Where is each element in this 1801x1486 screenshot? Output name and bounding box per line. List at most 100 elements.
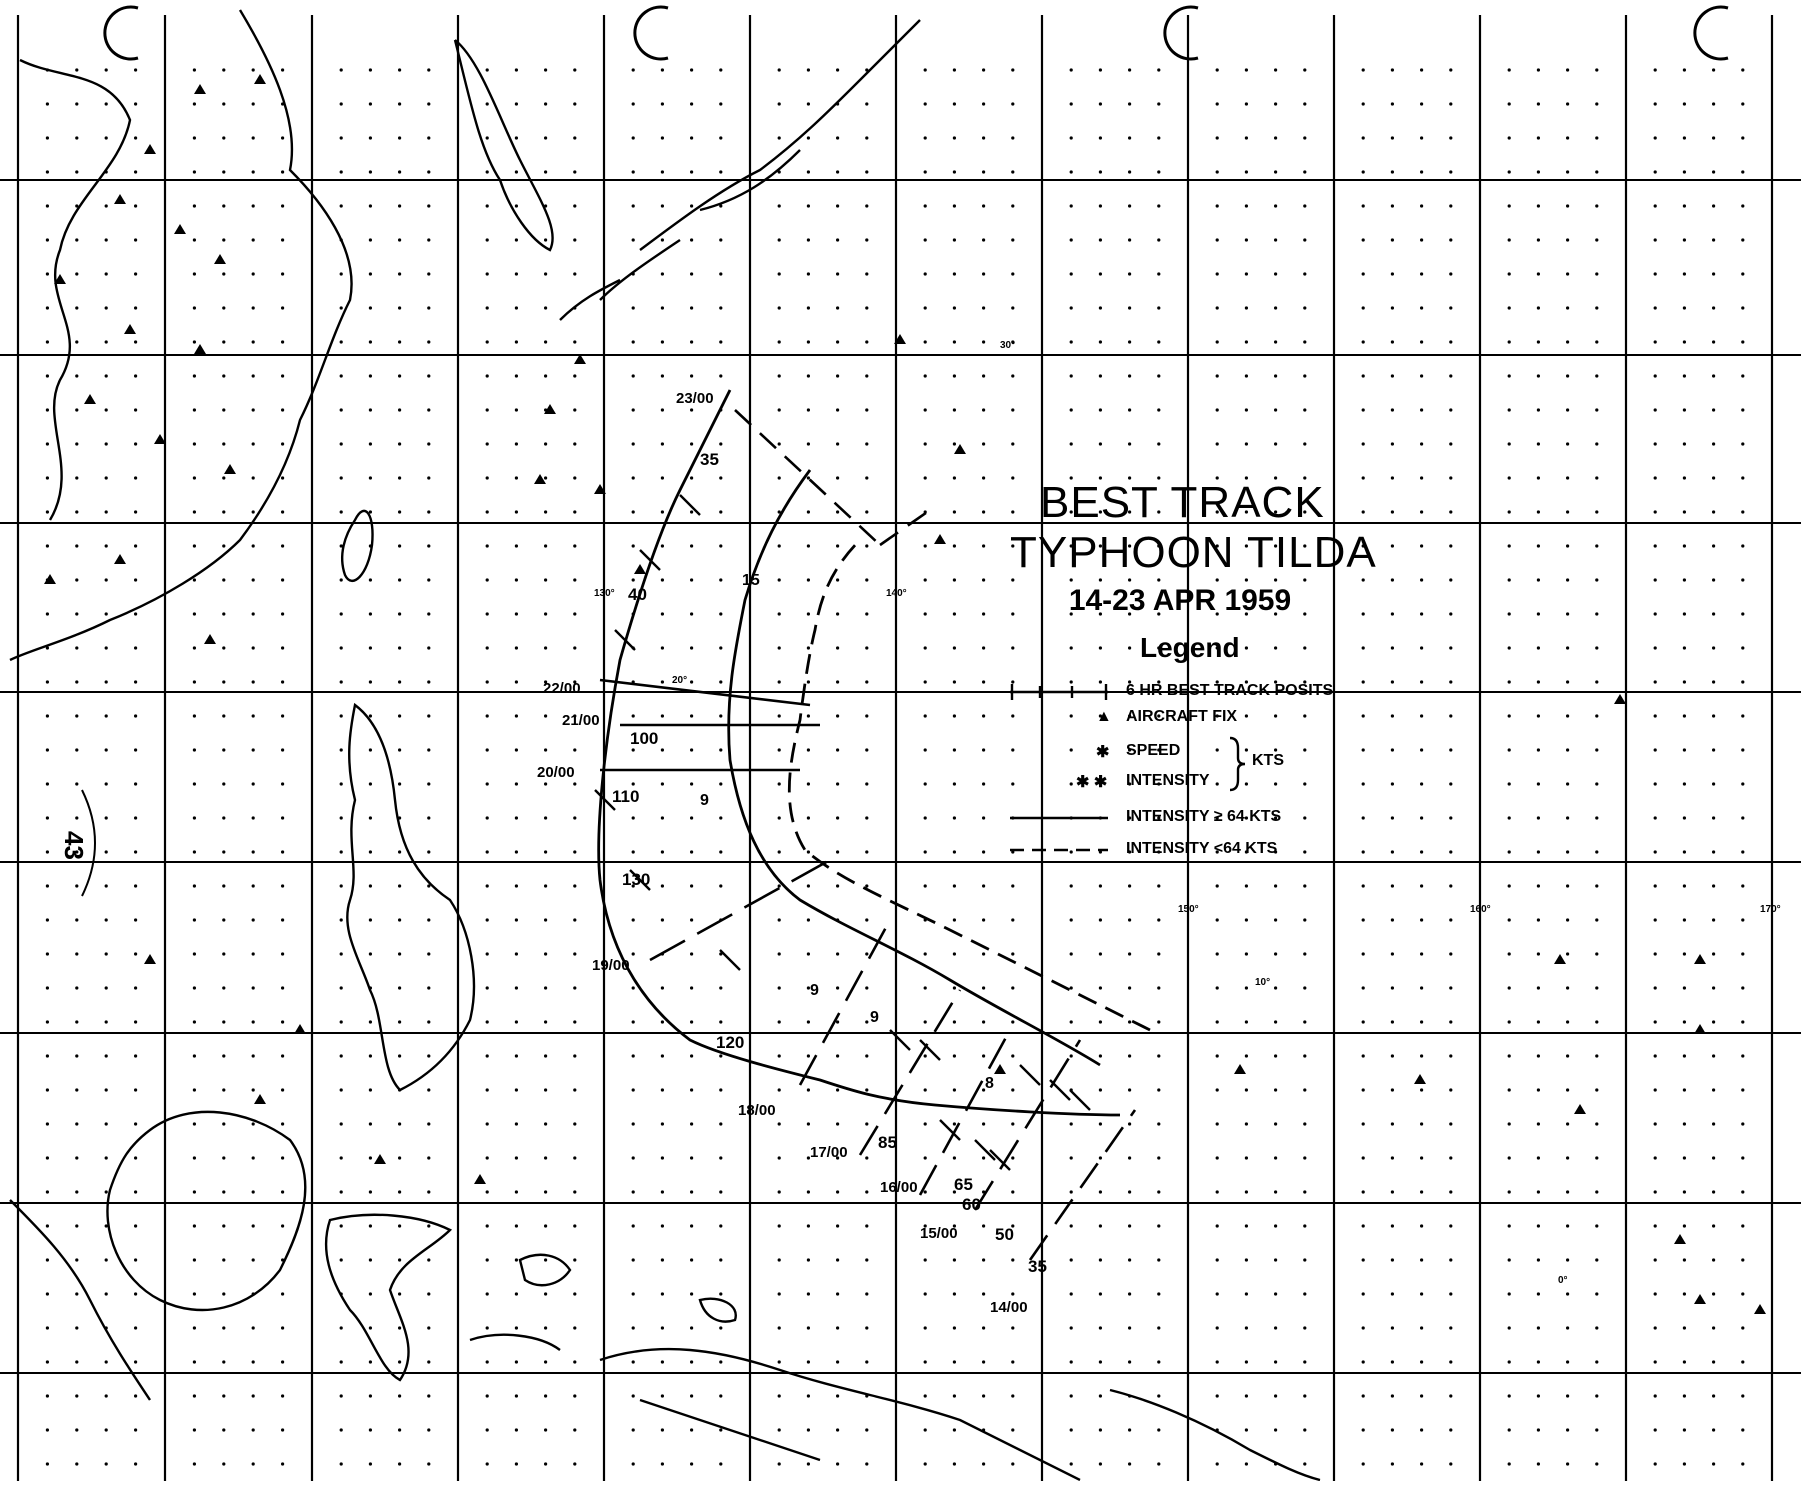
grid-dot [923, 850, 927, 854]
grid-dot [573, 204, 577, 208]
grid-dot [1390, 680, 1394, 684]
grid-dot [806, 850, 811, 854]
grid-dot [777, 544, 781, 548]
grid-dot [1536, 748, 1540, 752]
grid-dot [1157, 1054, 1161, 1058]
grid-dot [865, 680, 869, 684]
grid-dot [134, 68, 138, 72]
grid-dot [923, 340, 927, 344]
grid-dot [836, 136, 840, 140]
grid-dot [1128, 646, 1132, 650]
grid-dot [777, 952, 781, 956]
speed-label: 9 [700, 792, 709, 809]
grid-dot [281, 1020, 285, 1024]
grid-dot [398, 748, 402, 752]
island-icon [174, 224, 186, 234]
grid-dot [1420, 1462, 1424, 1466]
island-icon [144, 954, 156, 964]
grid-dot [631, 306, 635, 310]
grid-dot [1682, 1258, 1686, 1262]
grid-dot [806, 544, 811, 548]
grid-dot [1215, 1088, 1219, 1092]
grid-dot [339, 1088, 343, 1092]
grid-dot [865, 204, 869, 208]
island-icon [114, 554, 126, 564]
grid-dot [368, 136, 372, 140]
grid-dot [660, 306, 665, 310]
grid-dot [251, 884, 255, 888]
grid-dot [192, 68, 196, 72]
grid-dot [222, 986, 226, 990]
grid-dot [1128, 272, 1132, 276]
grid-dot [1361, 612, 1365, 616]
grid-dot [806, 442, 811, 446]
grid-dot [923, 578, 927, 582]
grid-dot [1420, 1292, 1424, 1296]
grid-dot [1390, 1224, 1394, 1228]
grid-dot [865, 136, 869, 140]
grid-dot [923, 1428, 927, 1432]
grid-dot [398, 952, 402, 956]
grid-dot [1536, 1258, 1540, 1262]
date-label-22: 22/00 [543, 680, 581, 697]
grid-dot [1595, 986, 1599, 990]
grid-dot [45, 1088, 50, 1092]
grid-dot [339, 1428, 343, 1432]
grid-dot [514, 1360, 519, 1364]
grid-dot [982, 1292, 986, 1296]
grid-dot [923, 1360, 927, 1364]
best-track [597, 389, 1151, 1117]
grid-dot [1653, 850, 1657, 854]
grid-dot [251, 782, 255, 786]
grid-dot [45, 170, 50, 174]
lat-label-0: 0° [1558, 1275, 1568, 1286]
grid-dot [45, 884, 50, 888]
grid-dot [281, 918, 285, 922]
grid-dot [1712, 1054, 1716, 1058]
grid-dot [1536, 1156, 1540, 1160]
grid-dot [1653, 238, 1657, 242]
grid-dot [1712, 1020, 1716, 1024]
grid-dot [427, 1156, 431, 1160]
grid-dot [1244, 850, 1248, 854]
grid-dot [1449, 136, 1453, 140]
grid-dot [45, 1054, 50, 1058]
grid-dot [75, 1054, 79, 1058]
grid-dot [222, 1462, 226, 1466]
grid-dot [368, 1088, 372, 1092]
grid-dot [777, 1190, 781, 1194]
grid-dot [1682, 1020, 1686, 1024]
grid-dot [1536, 1224, 1540, 1228]
grid-dot [836, 1326, 840, 1330]
grid-dot [1274, 680, 1278, 684]
grid-dot [690, 884, 694, 888]
date-label-14: 14/00 [990, 1299, 1028, 1316]
grid-dot [1244, 374, 1248, 378]
grid-dot [104, 1258, 108, 1262]
grid-dot [1215, 1258, 1219, 1262]
coastline-new-guinea-east [1109, 1388, 1321, 1482]
grid-dot [339, 204, 343, 208]
grid-dot [1653, 340, 1657, 344]
grid-dot [1069, 1360, 1073, 1364]
grid-dot [75, 408, 79, 412]
grid-dot [1420, 918, 1424, 922]
grid-dot [777, 136, 781, 140]
grid-dot [1274, 578, 1278, 582]
grid-dot [1741, 68, 1745, 72]
grid-dot [1682, 748, 1686, 752]
grid-dot [251, 442, 255, 446]
grid-dot [1536, 782, 1540, 786]
grid-dot [806, 340, 811, 344]
grid-dot [1449, 1394, 1453, 1398]
grid-dot [1390, 272, 1394, 276]
grid-dot [45, 408, 50, 412]
grid-dot [1653, 1020, 1657, 1024]
grid-dot [1682, 1326, 1686, 1330]
grid-dot [1274, 1428, 1278, 1432]
grid-dot [923, 748, 927, 752]
grid-dot [923, 1462, 927, 1466]
grid-dot [952, 374, 957, 378]
grid-dot [281, 714, 285, 718]
grid-dot [1653, 1054, 1657, 1058]
